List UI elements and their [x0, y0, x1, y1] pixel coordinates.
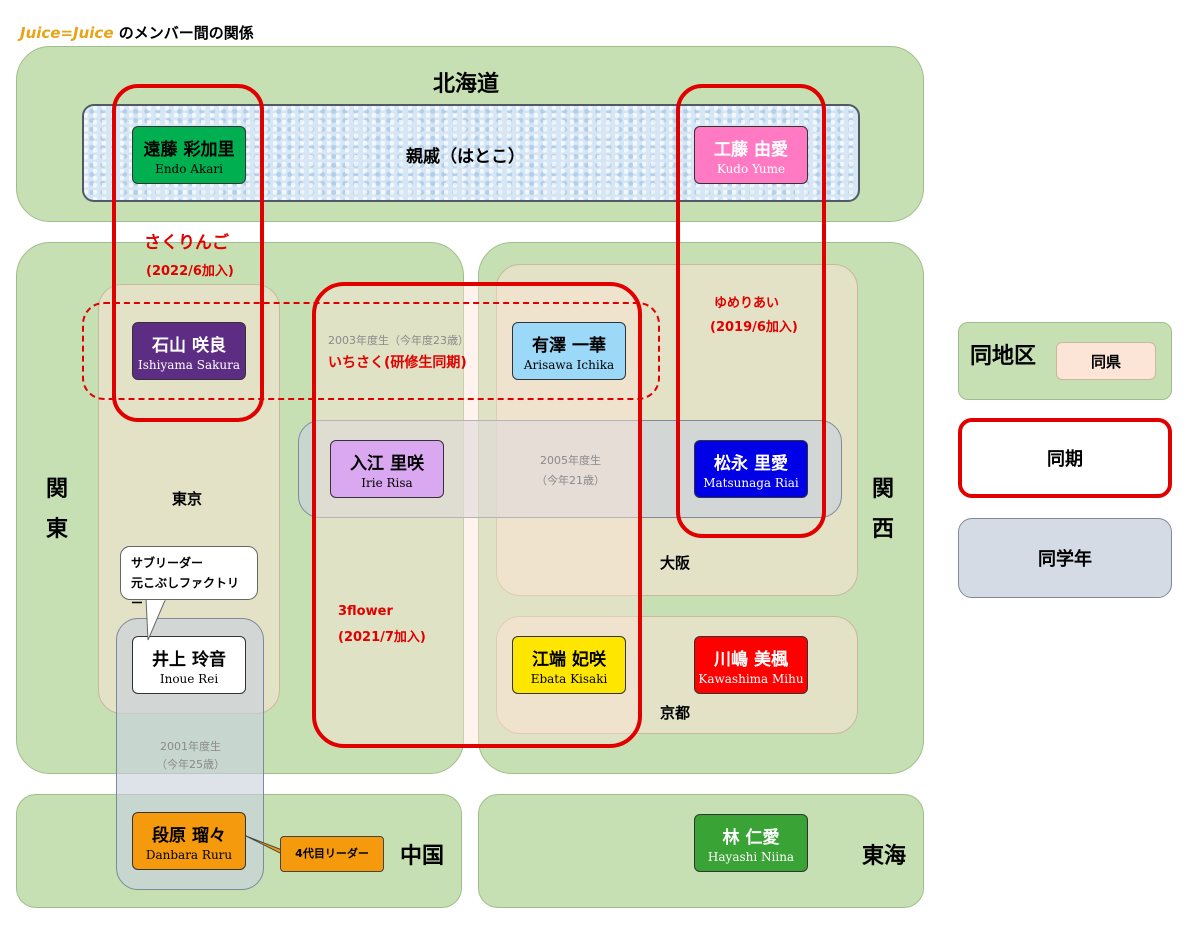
- member-name: 石山 咲良: [152, 335, 226, 356]
- member-endo: 遠藤 彩加里 Endo Akari: [132, 126, 246, 184]
- label-grade2001-age: （今年25歳）: [156, 758, 225, 771]
- member-name: 林 仁愛: [722, 827, 780, 848]
- member-romaji: Ishiyama Sakura: [137, 357, 240, 372]
- label-ichisaku: いちさく(研修生同期): [328, 355, 467, 371]
- sync-sakuringo: [112, 84, 264, 422]
- label-kanto: 関東: [45, 477, 68, 542]
- member-romaji: Matsunaga Riai: [703, 475, 799, 490]
- legend-pref: 同県: [1056, 342, 1156, 380]
- title-text: のメンバー間の関係: [118, 24, 254, 42]
- leader-note-connector: [245, 835, 283, 855]
- bubble-line-1: サブリーダー: [131, 556, 204, 570]
- sub-leader-bubble: サブリーダー 元こぶしファクトリー: [120, 546, 258, 610]
- label-sakuringo: さくりんご: [144, 233, 229, 253]
- member-name: 工藤 由愛: [714, 139, 788, 160]
- label-yumeriai-joined: (2019/6加入): [710, 320, 798, 335]
- member-romaji: Ebata Kisaki: [530, 671, 608, 686]
- label-osaka: 大阪: [660, 554, 691, 572]
- member-ebata: 江端 妃咲 Ebata Kisaki: [512, 636, 626, 694]
- member-name: 有澤 一華: [532, 335, 606, 356]
- member-name: 入江 里咲: [350, 453, 424, 474]
- member-romaji: Irie Risa: [361, 475, 413, 490]
- member-matsunaga: 松永 里愛 Matsunaga Riai: [694, 440, 808, 498]
- label-kinship: 親戚（はとこ）: [406, 147, 525, 167]
- legend-sync-label: 同期: [1047, 449, 1083, 470]
- bubble-line-2: 元こぶしファクトリー: [131, 576, 240, 610]
- member-kawashima: 川嶋 美楓 Kawashima Mihu: [694, 636, 808, 694]
- label-kyoto: 京都: [660, 704, 691, 722]
- label-tokyo: 東京: [172, 490, 203, 508]
- member-ishiyama: 石山 咲良 Ishiyama Sakura: [132, 322, 246, 380]
- member-romaji: Kawashima Mihu: [698, 671, 804, 686]
- label-grade2005-age: （今年21歳）: [536, 474, 605, 487]
- member-danbara: 段原 瑠々 Danbara Ruru: [132, 812, 246, 870]
- label-grade2001-year: 2001年度生: [160, 740, 221, 753]
- label-sakuringo-joined: (2022/6加入): [146, 264, 234, 279]
- member-name: 江端 妃咲: [532, 649, 606, 670]
- label-kansai: 関西: [871, 477, 894, 542]
- member-name: 井上 玲音: [152, 649, 226, 670]
- member-romaji: Kudo Yume: [716, 161, 786, 176]
- member-romaji: Endo Akari: [155, 161, 223, 176]
- member-arisawa: 有澤 一華 Arisawa Ichika: [512, 322, 626, 380]
- label-chugoku: 中国: [400, 844, 445, 869]
- label-threeflower: 3flower: [338, 604, 393, 619]
- brand-name: Juice=Juice: [20, 24, 114, 42]
- member-inoue: 井上 玲音 Inoue Rei: [132, 636, 246, 694]
- legend-pref-label: 同県: [1090, 352, 1121, 371]
- label-grade2005-year: 2005年度生: [540, 454, 601, 467]
- label-threeflower-joined: (2021/7加入): [338, 630, 426, 645]
- legend-region-label: 同地区: [970, 344, 1037, 369]
- legend-sync: 同期: [958, 418, 1172, 498]
- member-romaji: Danbara Ruru: [145, 847, 233, 862]
- member-name: 遠藤 彩加里: [143, 139, 235, 160]
- label-ichisaku-year: 2003年度生（今年度23歳）: [328, 334, 469, 347]
- sync-ichisaku: [82, 302, 660, 400]
- member-irie: 入江 里咲 Irie Risa: [330, 440, 444, 498]
- label-hokkaido: 北海道: [433, 72, 500, 97]
- sync-yumeriai: [676, 84, 826, 538]
- member-romaji: Hayashi Niina: [707, 849, 795, 864]
- member-name: 段原 瑠々: [152, 825, 226, 846]
- sync-threeflower: [312, 282, 642, 748]
- member-romaji: Arisawa Ichika: [523, 357, 615, 372]
- member-kudo: 工藤 由愛 Kudo Yume: [694, 126, 808, 184]
- label-tokai: 東海: [862, 844, 907, 869]
- legend-grade: 同学年: [958, 518, 1172, 598]
- diagram-title: Juice=Juice のメンバー間の関係: [20, 22, 254, 43]
- member-romaji: Inoue Rei: [159, 671, 219, 686]
- member-hayashi: 林 仁愛 Hayashi Niina: [694, 814, 808, 872]
- member-name: 川嶋 美楓: [714, 649, 788, 670]
- label-yumeriai: ゆめりあい: [714, 296, 780, 311]
- legend-grade-label: 同学年: [1038, 549, 1092, 570]
- member-name: 松永 里愛: [714, 453, 788, 474]
- leader-note: 4代目リーダー: [280, 836, 384, 872]
